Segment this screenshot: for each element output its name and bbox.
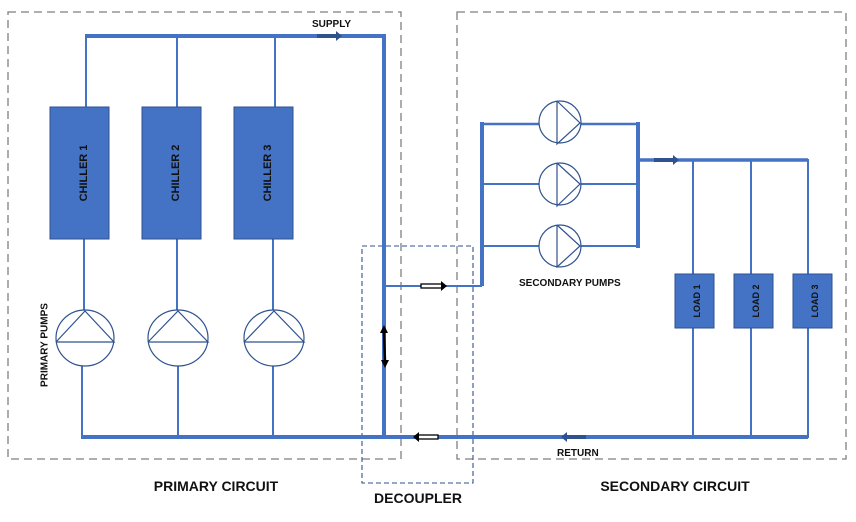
pump-icon: [55, 310, 116, 343]
load-2[interactable]: LOAD 2: [733, 273, 774, 329]
pump-icon: [147, 310, 210, 343]
load-1-label: LOAD 1: [692, 284, 702, 317]
to-secondary-arrow-icon: [420, 281, 447, 291]
chiller-3[interactable]: CHILLER 3: [233, 106, 294, 240]
primary-pump-2[interactable]: [147, 309, 210, 367]
primary-pump-3[interactable]: [243, 309, 306, 367]
pump-icon: [556, 100, 581, 146]
chiller-1[interactable]: CHILLER 1: [49, 106, 110, 240]
supply-label: SUPPLY: [312, 19, 351, 30]
decoupler-boundary: [361, 245, 474, 484]
pump-icon: [556, 224, 581, 269]
secondary-supply-arrow-icon: [654, 155, 679, 165]
chiller-1-label: CHILLER 1: [78, 145, 90, 202]
chiller-3-label: CHILLER 3: [262, 145, 274, 202]
pump-icon: [243, 310, 306, 343]
return-label: RETURN: [557, 448, 599, 459]
chiller-2[interactable]: CHILLER 2: [141, 106, 202, 240]
secondary-piping: [480, 122, 809, 438]
primary-circuit-boundary: [7, 11, 402, 460]
secondary-pump-2[interactable]: [538, 162, 582, 208]
decoupler-title: DECOUPLER: [374, 490, 462, 506]
primary-pumps-label: PRIMARY PUMPS: [40, 303, 51, 387]
pump-icon: [556, 162, 581, 208]
secondary-pump-3[interactable]: [538, 224, 582, 269]
primary-return-arrow-icon: [413, 432, 439, 442]
secondary-circuit-title: SECONDARY CIRCUIT: [600, 478, 750, 494]
primary-circuit-title: PRIMARY CIRCUIT: [154, 478, 279, 494]
load-1[interactable]: LOAD 1: [674, 273, 715, 329]
secondary-circuit-boundary: [456, 11, 847, 460]
primary-piping: [81, 34, 808, 439]
decoupler-bidirectional-arrow-icon: [380, 325, 389, 368]
secondary-return-arrow-icon: [561, 432, 586, 442]
primary-pump-1[interactable]: [55, 309, 116, 367]
load-3[interactable]: LOAD 3: [792, 273, 833, 329]
secondary-pump-1[interactable]: [538, 100, 582, 146]
supply-arrow-icon: [317, 31, 342, 41]
chiller-2-label: CHILLER 2: [170, 145, 182, 202]
load-3-label: LOAD 3: [810, 284, 820, 317]
secondary-pumps-label: SECONDARY PUMPS: [519, 278, 621, 289]
load-2-label: LOAD 2: [751, 284, 761, 317]
